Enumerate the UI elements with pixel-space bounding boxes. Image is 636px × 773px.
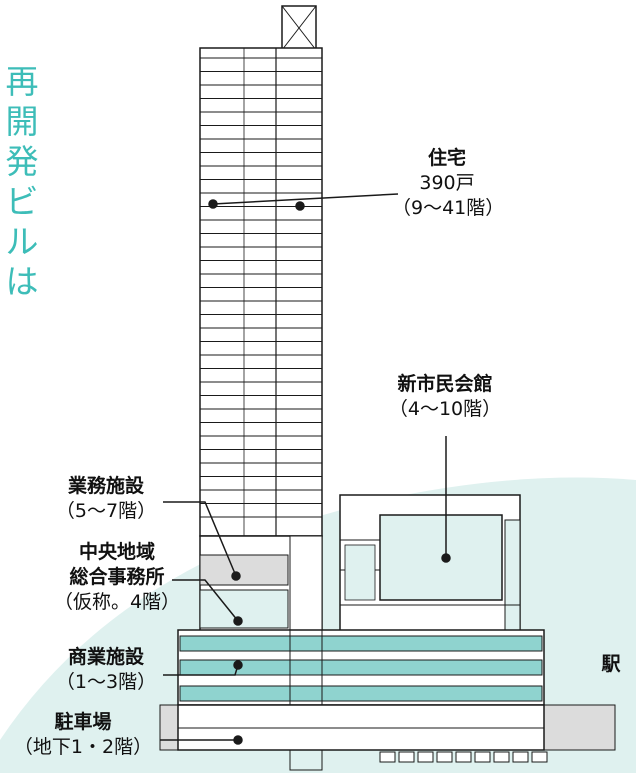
basement-box (455, 751, 472, 763)
regional-title-2: 総合事務所 (69, 566, 165, 588)
label-hall: 新市民会館 （4～10階） (380, 372, 510, 422)
office-floors: （5～7階） (55, 500, 157, 522)
basement-box (531, 751, 548, 763)
basement-box (436, 751, 453, 763)
housing-title: 住宅 (427, 147, 466, 169)
basement-boxes (379, 751, 548, 763)
commercial-title: 商業施設 (67, 646, 144, 668)
housing-floors: （9～41階） (392, 197, 505, 219)
basement-box (417, 751, 434, 763)
basement-box (474, 751, 491, 763)
label-housing: 住宅 390戸 （9～41階） (392, 146, 505, 221)
housing-units: 390戸 (419, 172, 475, 194)
hall-room (379, 514, 503, 601)
title-char: 発 (5, 142, 39, 181)
regional-floors: （仮称。4階） (53, 591, 181, 613)
hall-title: 新市民会館 (397, 373, 493, 395)
basement-box (493, 751, 510, 763)
title-char: は (5, 262, 39, 301)
basement-box (379, 751, 396, 763)
tower-body (199, 47, 323, 537)
vertical-title: 再 開 発 ビ ル は (4, 62, 40, 302)
basement-box (512, 751, 529, 763)
title-char: ビ (5, 182, 39, 221)
title-char: 再 (5, 62, 39, 101)
parking-floors: （地下1・2階） (13, 736, 153, 758)
hall-floors: （4～10階） (388, 398, 502, 420)
tower-floors (200, 57, 322, 518)
label-commercial: 商業施設 （1～3階） (46, 645, 166, 695)
label-regional: 中央地域 総合事務所 （仮称。4階） (52, 540, 182, 615)
label-office: 業務施設 （5～7階） (46, 474, 166, 524)
label-parking: 駐車場 （地下1・2階） (8, 710, 158, 760)
label-station: 駅 (601, 653, 621, 675)
commercial-floors: （1～3階） (55, 671, 157, 693)
basement-box (398, 751, 415, 763)
regional-title-1: 中央地域 (78, 541, 155, 563)
title-char: ル (5, 222, 39, 261)
parking-title: 駐車場 (54, 711, 112, 733)
title-char: 開 (5, 102, 39, 141)
leader-lines (160, 193, 451, 745)
office-title: 業務施設 (67, 475, 144, 497)
